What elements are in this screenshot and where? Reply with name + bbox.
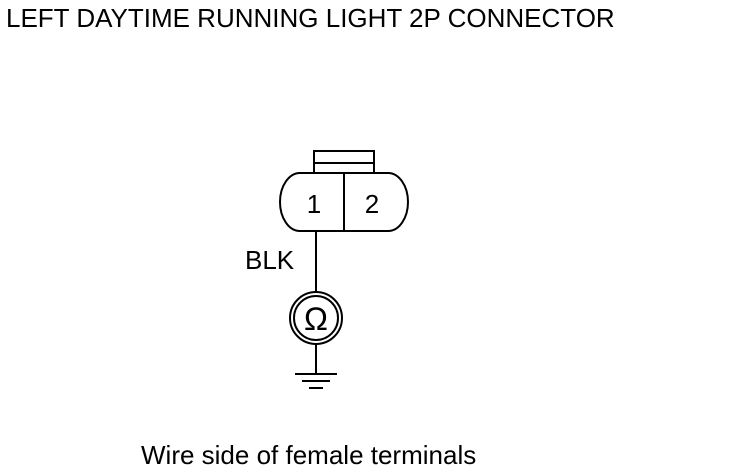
diagram-title: LEFT DAYTIME RUNNING LIGHT 2P CONNECTOR: [6, 3, 615, 33]
terminal-1-label: 1: [307, 189, 321, 219]
diagram-caption: Wire side of female terminals: [141, 440, 477, 470]
connector-lock-tab: [313, 150, 375, 174]
ground-icon: [295, 373, 337, 389]
terminal-2-label: 2: [365, 189, 379, 219]
ohmmeter-icon: Ω: [289, 291, 343, 345]
ohm-symbol: Ω: [304, 301, 328, 337]
wire-color-label: BLK: [245, 245, 295, 275]
